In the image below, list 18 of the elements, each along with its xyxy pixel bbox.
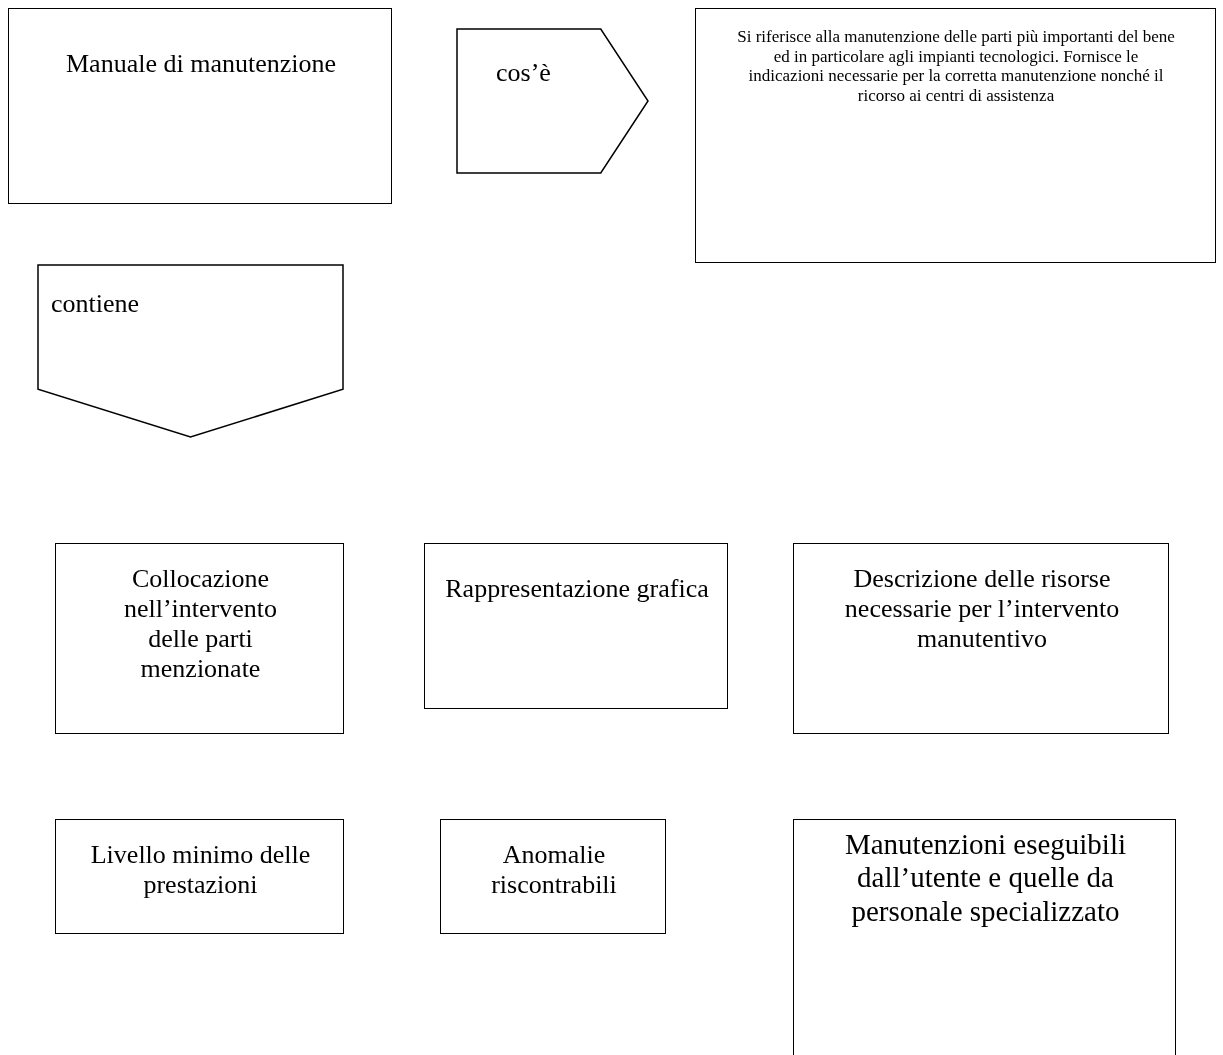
text-box [793,543,1169,734]
box-text: Collocazione nell’intervento delle parti menzionate [122,564,279,684]
box-text: cos’è [496,58,552,88]
text-box [424,543,728,709]
box-text: contiene [51,289,141,319]
box-text: Descrizione delle risorse necessarie per l’intervento manutentivo [843,564,1121,654]
text-box [55,543,344,734]
box-text: Rappresentazione grafica [445,574,709,604]
box-text: Manutenzioni eseguibili dall’utente e quelle da personale specializzato [843,828,1128,929]
text-box [55,819,344,934]
box-text: Anomalie riscontrabili [490,840,618,900]
box-text: Livello minimo delle prestazioni [89,840,312,900]
text-box [8,8,392,204]
text-box [440,819,666,934]
box-text: Si riferisce alla manutenzione delle parti più importanti del bene ed in particolare agli impianti tecnologici. Fornisce le indicazioni necessarie per la corretta manutenzione nonché il ricorso ai centri di assistenza [736,27,1176,106]
text-box [793,819,1176,1055]
text-box [695,8,1216,263]
box-text: Manuale di manutenzione [65,49,337,79]
